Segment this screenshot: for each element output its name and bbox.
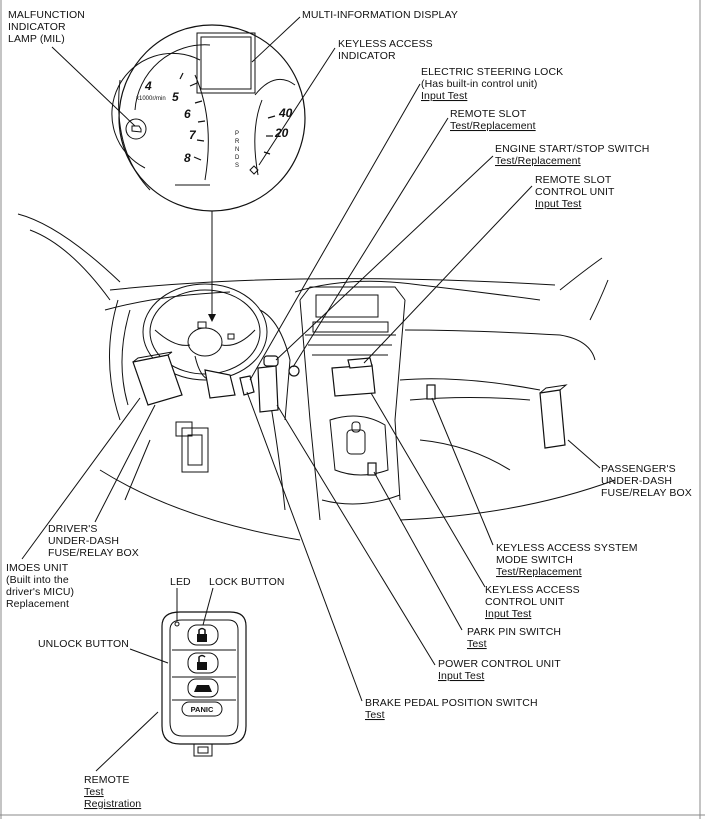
slot-control-label-1: REMOTE SLOT bbox=[535, 174, 612, 186]
start-stop-label: ENGINE START/STOP SWITCH bbox=[495, 143, 649, 155]
brake-switch-label: BRAKE PEDAL POSITION SWITCH bbox=[365, 697, 538, 709]
slot-control-label-2: CONTROL UNIT bbox=[535, 186, 615, 198]
remote-registration-link[interactable]: Registration bbox=[84, 798, 141, 810]
tach-number-7: 7 bbox=[189, 128, 197, 142]
remote-label: REMOTE bbox=[84, 774, 130, 786]
park-pin-label: PARK PIN SWITCH bbox=[467, 626, 561, 638]
lock-icon bbox=[197, 627, 207, 642]
park-pin-test-link[interactable]: Test bbox=[467, 638, 487, 650]
keyless-control-label-1: KEYLESS ACCESS bbox=[485, 584, 580, 596]
mode-switch-label-2: MODE SWITCH bbox=[496, 554, 573, 566]
keyless-indicator-label-1: KEYLESS ACCESS bbox=[338, 38, 433, 50]
led-label: LED bbox=[170, 576, 191, 588]
fob-leader-lines bbox=[95, 587, 214, 772]
steering-lock-input-test-link[interactable]: Input Test bbox=[421, 90, 467, 102]
imoes-replacement-link[interactable]: Replacement bbox=[6, 598, 69, 610]
imoes-label-2: (Built into the bbox=[6, 574, 69, 586]
remote-slot-test-link[interactable]: Test/Replacement bbox=[450, 120, 536, 132]
keyless-control-label-2: CONTROL UNIT bbox=[485, 596, 565, 608]
svg-text:R: R bbox=[235, 139, 240, 145]
remote-test-link[interactable]: Test bbox=[84, 786, 104, 798]
keyless-indicator-icon bbox=[249, 165, 259, 175]
mil-label-3: LAMP (MIL) bbox=[8, 33, 65, 45]
tach-number-5: 5 bbox=[172, 90, 179, 104]
mil-label-1: MALFUNCTION bbox=[8, 9, 85, 21]
svg-text:N: N bbox=[235, 147, 239, 153]
tach-number-4: 4 bbox=[144, 79, 152, 93]
unlock-icon bbox=[197, 654, 207, 670]
gear-indicator: P R N D S bbox=[235, 131, 240, 169]
mode-switch-label-1: KEYLESS ACCESS SYSTEM bbox=[496, 542, 638, 554]
led-indicator bbox=[174, 621, 180, 627]
tach-number-8: 8 bbox=[184, 151, 191, 165]
lock-button-label: LOCK BUTTON bbox=[209, 576, 285, 588]
engine-icon bbox=[131, 125, 142, 133]
mid-label: MULTI-INFORMATION DISPLAY bbox=[302, 9, 458, 21]
trunk-button[interactable] bbox=[187, 678, 219, 698]
imoes-label-1: IMOES UNIT bbox=[6, 562, 69, 574]
dashboard-illustration bbox=[17, 213, 616, 541]
gauge-cluster-detail: 4 5 6 7 8 x1000r/min P R N D S 40 20 bbox=[111, 24, 306, 212]
driver-box-label-2: UNDER-DASH bbox=[48, 535, 119, 547]
slot-control-input-test-link[interactable]: Input Test bbox=[535, 198, 581, 210]
panic-label: PANIC bbox=[191, 705, 214, 714]
passenger-box-label-1: PASSENGER'S bbox=[601, 463, 676, 475]
driver-box-label-1: DRIVER'S bbox=[48, 523, 97, 535]
key-fob: PANIC bbox=[161, 611, 247, 757]
svg-text:P: P bbox=[235, 131, 239, 137]
mil-label-2: INDICATOR bbox=[8, 21, 66, 33]
remote-slot-label: REMOTE SLOT bbox=[450, 108, 527, 120]
unlock-button[interactable] bbox=[187, 652, 219, 674]
start-stop-test-link[interactable]: Test/Replacement bbox=[495, 155, 581, 167]
imoes-label-3: driver's MICU) bbox=[6, 586, 74, 598]
keyless-control-input-test-link[interactable]: Input Test bbox=[485, 608, 531, 620]
trunk-icon bbox=[194, 685, 212, 692]
keyless-indicator-label-2: INDICATOR bbox=[338, 50, 396, 62]
leader-lines bbox=[21, 16, 601, 702]
svg-text:D: D bbox=[235, 155, 240, 161]
passenger-box-label-2: UNDER-DASH bbox=[601, 475, 672, 487]
power-control-input-test-link[interactable]: Input Test bbox=[438, 670, 484, 682]
svg-text:S: S bbox=[235, 163, 239, 169]
brake-switch-test-link[interactable]: Test bbox=[365, 709, 385, 721]
tach-unit-label: x1000r/min bbox=[136, 96, 166, 102]
steering-lock-label-1: ELECTRIC STEERING LOCK bbox=[421, 66, 563, 78]
driver-box-label-3: FUSE/RELAY BOX bbox=[48, 547, 139, 559]
passenger-box-label-3: FUSE/RELAY BOX bbox=[601, 487, 692, 499]
steering-lock-label-2: (Has built-in control unit) bbox=[421, 78, 538, 90]
power-control-label: POWER CONTROL UNIT bbox=[438, 658, 561, 670]
unlock-button-label: UNLOCK BUTTON bbox=[38, 638, 129, 650]
panic-button[interactable]: PANIC bbox=[181, 701, 223, 717]
tach-number-6: 6 bbox=[184, 107, 191, 121]
mode-switch-test-link[interactable]: Test/Replacement bbox=[496, 566, 582, 578]
callout-labels: MALFUNCTION INDICATOR LAMP (MIL) MULTI-I… bbox=[6, 9, 692, 810]
speed-number-40: 40 bbox=[278, 106, 293, 120]
